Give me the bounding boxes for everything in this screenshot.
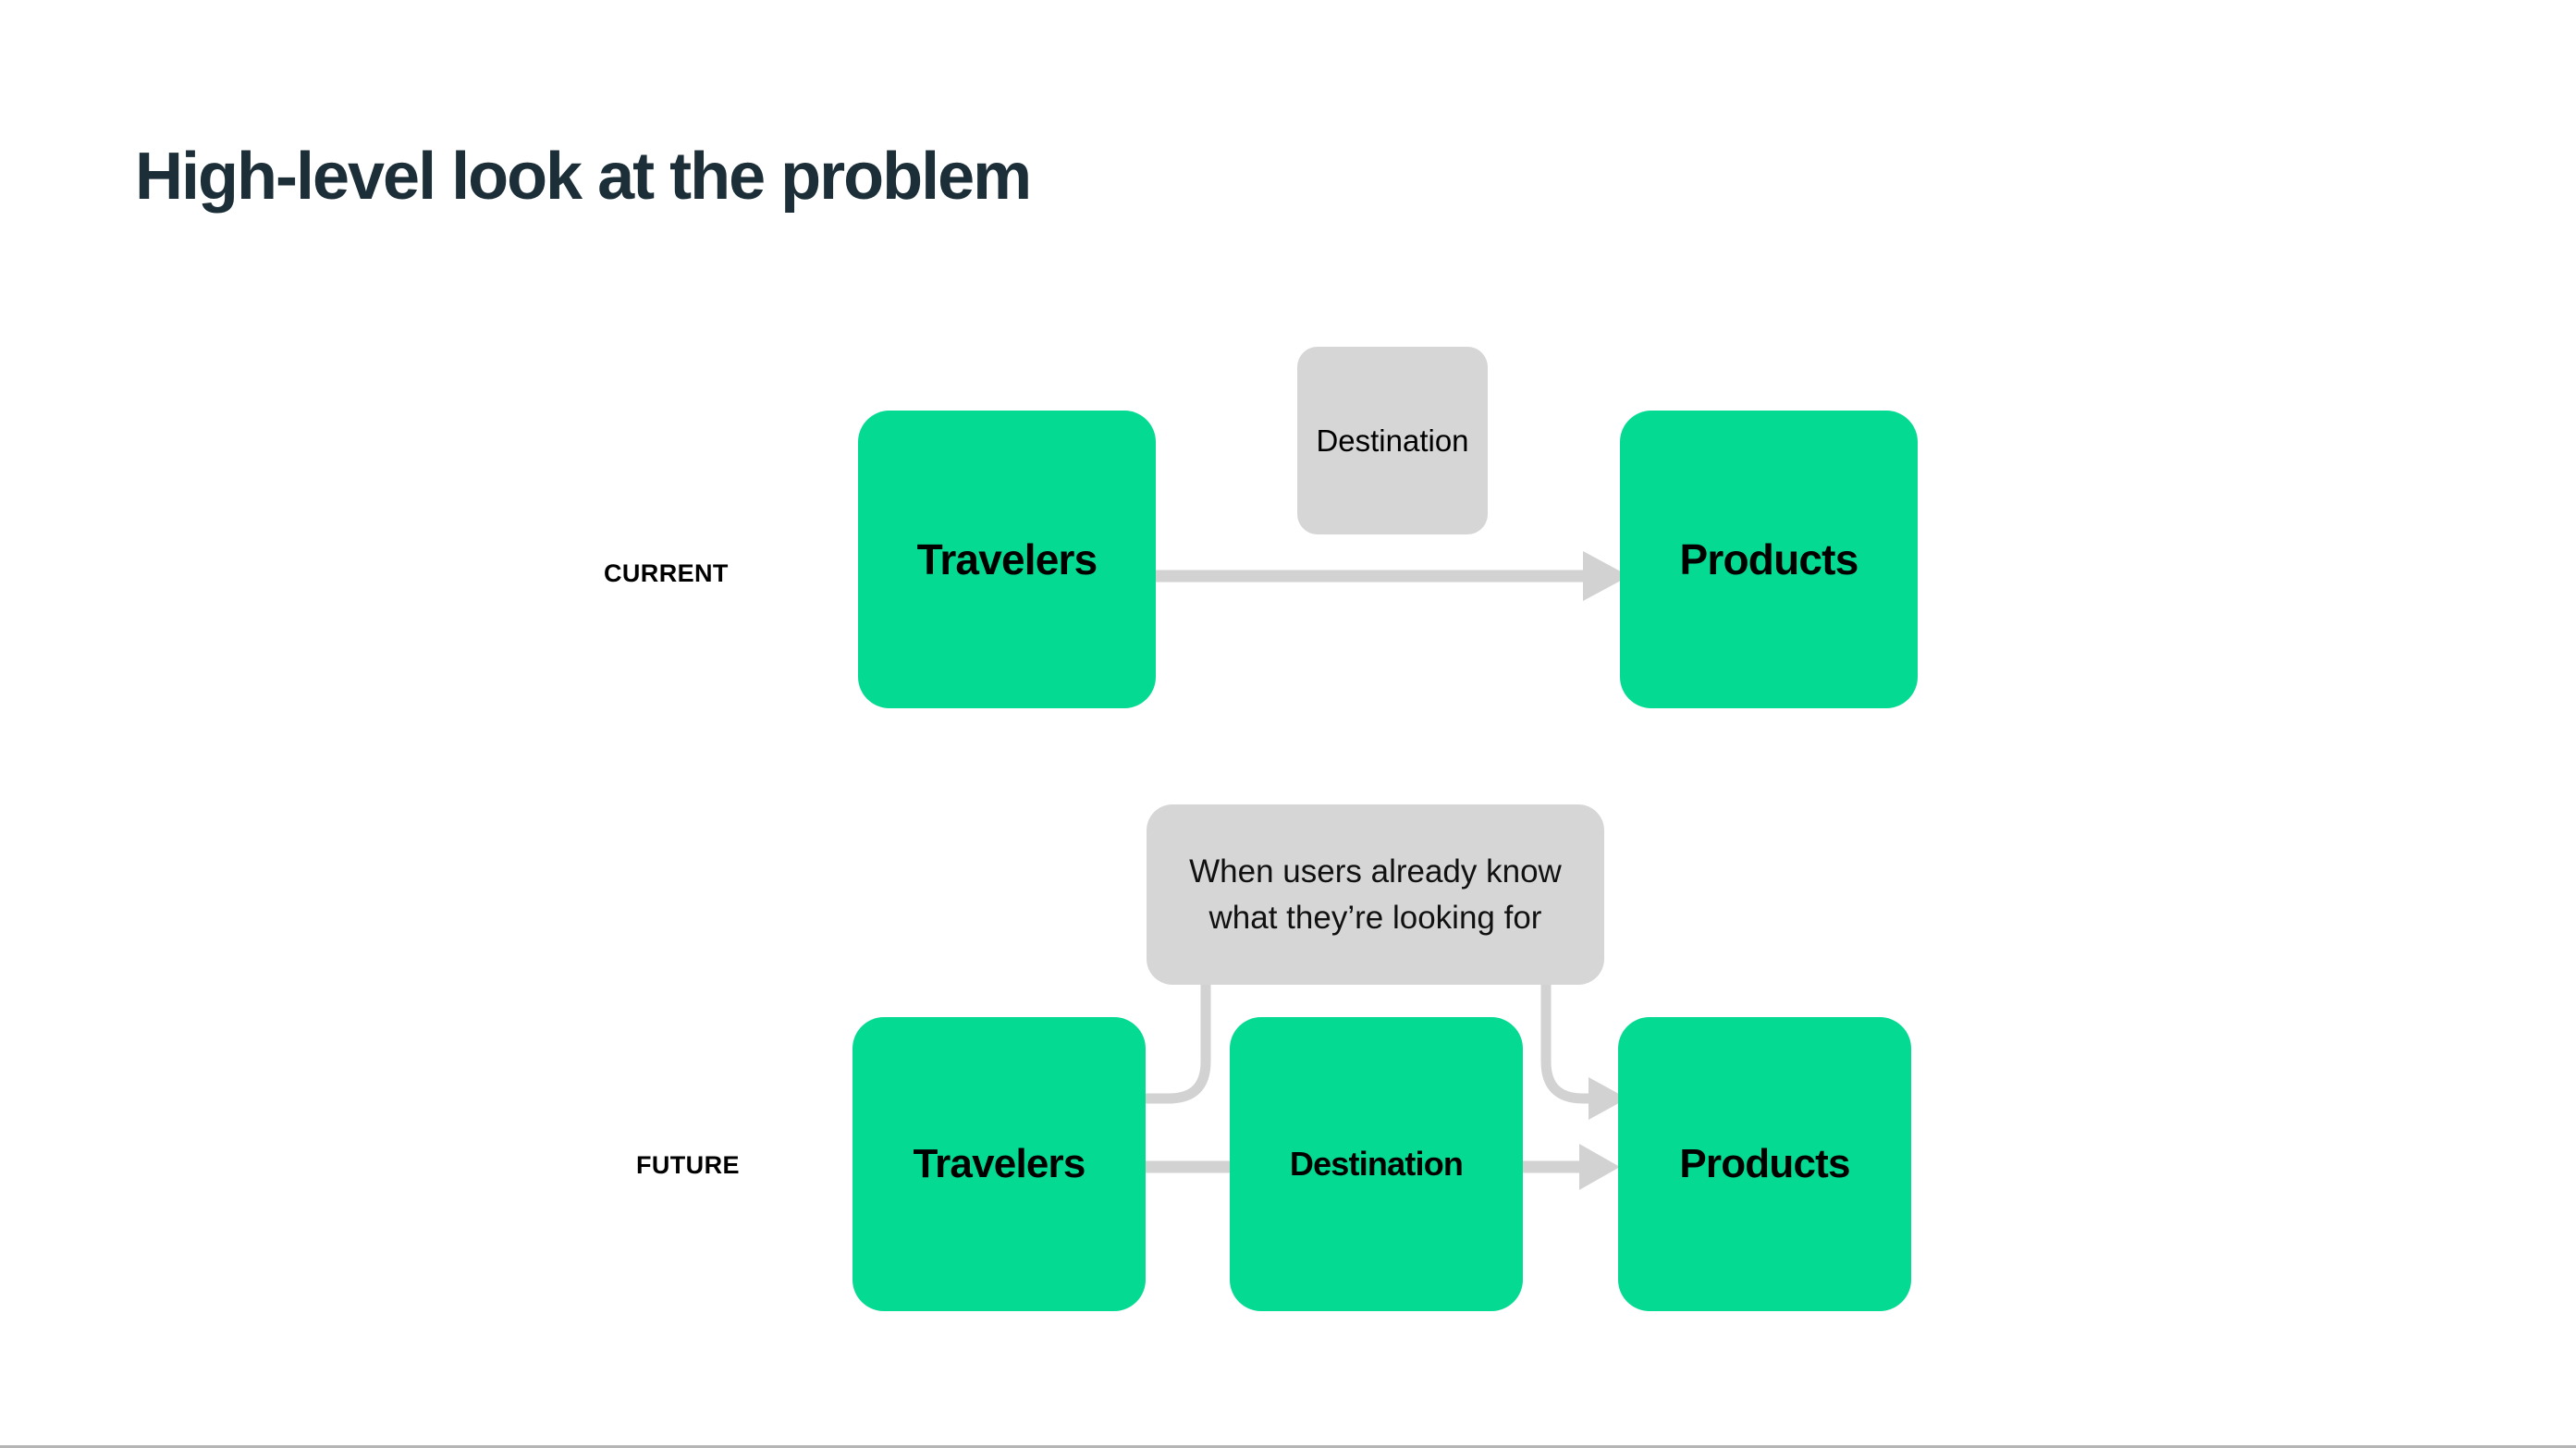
row-label-future: FUTURE <box>636 1151 740 1179</box>
row-label-current: CURRENT <box>604 559 729 587</box>
node-current-destination[interactable]: Destination <box>1297 347 1488 534</box>
node-current-products[interactable]: Products <box>1620 411 1918 708</box>
page-title: High-level look at the problem <box>135 140 1032 214</box>
node-label: Destination <box>1316 423 1469 458</box>
node-future-travelers[interactable]: Travelers <box>853 1017 1146 1311</box>
connector-callout-to-products <box>1540 985 1627 1120</box>
node-label: Destination <box>1289 1145 1464 1183</box>
callout-future-note: When users already know what they’re loo… <box>1147 804 1604 985</box>
arrow-current-travelers-to-products <box>1156 551 1629 601</box>
node-future-products[interactable]: Products <box>1618 1017 1911 1311</box>
node-label: Products <box>1679 535 1859 583</box>
node-label: Travelers <box>916 535 1098 583</box>
bottom-divider <box>0 1445 2576 1448</box>
node-current-travelers[interactable]: Travelers <box>858 411 1156 708</box>
node-future-destination[interactable]: Destination <box>1230 1017 1523 1311</box>
arrow-future-destination-to-products <box>1523 1144 1620 1190</box>
node-label: Products <box>1679 1141 1850 1186</box>
callout-text: When users already know what they’re loo… <box>1189 853 1562 936</box>
node-label: Travelers <box>913 1141 1086 1186</box>
